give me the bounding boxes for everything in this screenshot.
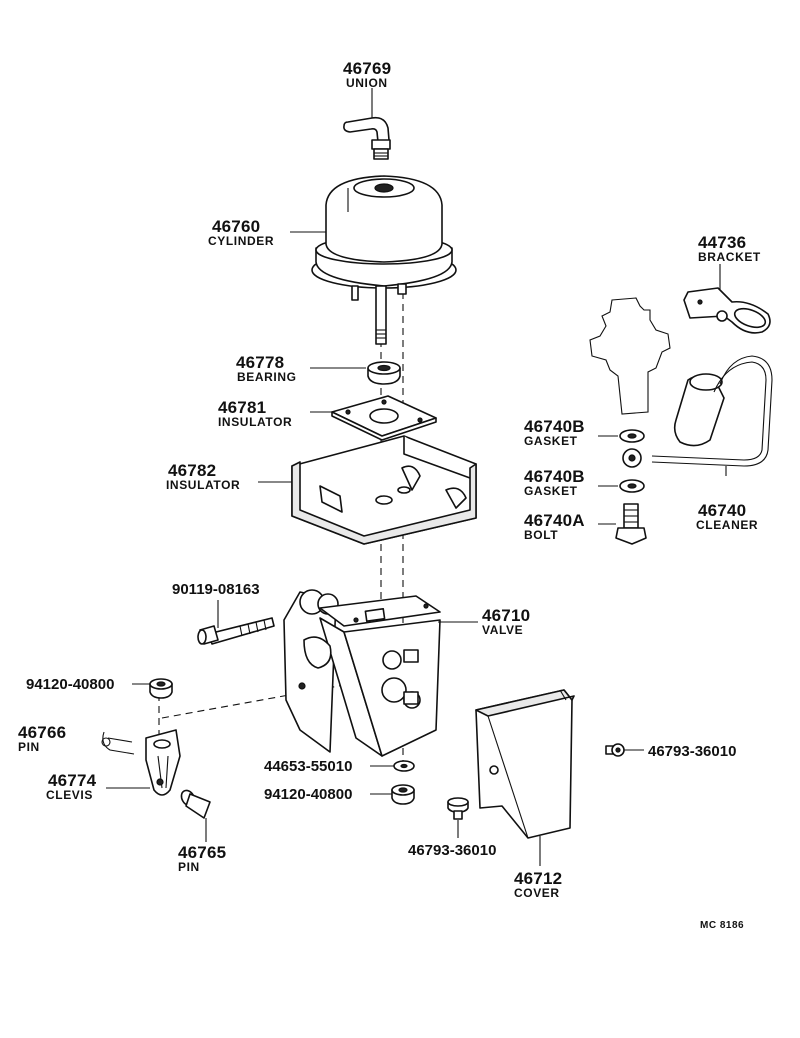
cleaner-drawing [622, 355, 773, 468]
screw-b-number: 46793-36010 [408, 842, 496, 859]
bolt-46740A-drawing [615, 503, 647, 545]
gasket-1-number: 46740B [524, 417, 585, 436]
valve-name: VALVE [482, 623, 523, 637]
figure-code: MC 8186 [700, 920, 744, 931]
nut-b-number: 94120-40800 [264, 786, 352, 803]
bracket-drawing [683, 287, 771, 334]
valve-drawing [283, 589, 441, 757]
bearing-drawing [367, 361, 401, 385]
pin-1-drawing [101, 731, 135, 755]
gasket-2-drawing [619, 479, 645, 493]
valve-number: 46710 [482, 606, 530, 625]
gasket-2-number: 46740B [524, 467, 585, 486]
clevis-drawing [145, 729, 181, 796]
insulator-1-drawing [331, 395, 437, 441]
bracket-name: BRACKET [698, 250, 761, 264]
gasket-2-name: GASKET [524, 484, 578, 498]
union-name: UNION [346, 76, 388, 90]
cleaner-number: 46740 [698, 501, 746, 520]
bearing-number: 46778 [236, 353, 284, 372]
cylinder-number: 46760 [212, 217, 260, 236]
nut-a-number: 94120-40800 [26, 676, 114, 693]
clevis-number: 46774 [48, 771, 97, 790]
cover-name: COVER [514, 886, 560, 900]
cleaner-name: CLEANER [696, 518, 758, 532]
insulator-2-drawing [291, 435, 477, 545]
bearing-name: BEARING [237, 370, 297, 384]
insulator-1-name: INSULATOR [218, 415, 292, 429]
leader-lines [106, 88, 727, 866]
cylinder-name: CYLINDER [208, 234, 274, 248]
nut-b-drawing [391, 784, 415, 805]
bolt-name: BOLT [524, 528, 558, 542]
bolt-90119-drawing [197, 617, 275, 645]
screw-b-drawing [447, 797, 469, 820]
pin-2-number: 46765 [178, 843, 226, 862]
insulator-1-number: 46781 [218, 398, 266, 417]
nut-a-drawing [149, 678, 173, 699]
union-number: 46769 [343, 59, 391, 78]
screw-a-drawing [605, 743, 625, 757]
bolt-number: 46740A [524, 511, 585, 530]
filter-outline-drawing [589, 297, 671, 415]
cover-number: 46712 [514, 869, 562, 888]
washer-drawing [393, 760, 415, 772]
insulator-2-name: INSULATOR [166, 478, 240, 492]
clevis-name: CLEVIS [46, 788, 93, 802]
gasket-1-drawing [619, 429, 645, 443]
union-drawing [343, 116, 391, 160]
pin-1-number: 46766 [18, 723, 66, 742]
insulator-2-number: 46782 [168, 461, 216, 480]
screw-a-number: 46793-36010 [648, 743, 736, 760]
pin-2-drawing [180, 789, 211, 819]
bracket-number: 44736 [698, 233, 746, 252]
cover-drawing [475, 689, 575, 839]
gasket-1-name: GASKET [524, 434, 578, 448]
cylinder-drawing [311, 175, 457, 345]
bolt-90119-number: 90119-08163 [172, 581, 260, 598]
washer-number: 44653-55010 [264, 758, 352, 775]
pin-1-name: PIN [18, 740, 40, 754]
pin-2-name: PIN [178, 860, 200, 874]
